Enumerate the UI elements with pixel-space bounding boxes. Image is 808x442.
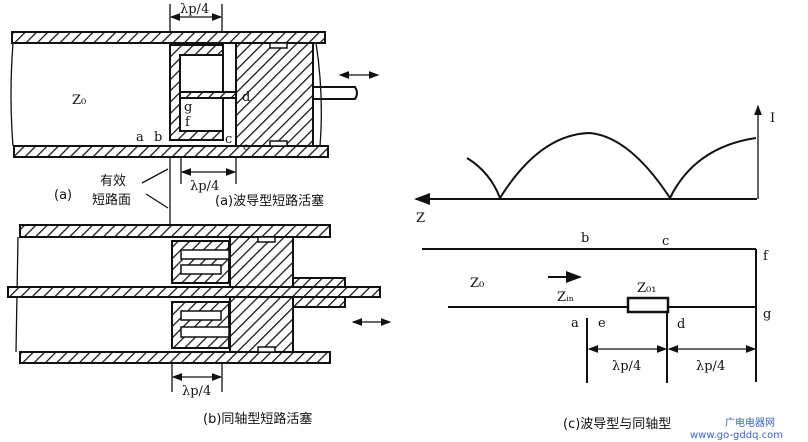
point-e: e <box>243 142 249 153</box>
choke-fingers-upper <box>171 240 230 284</box>
point-b: b <box>581 231 589 246</box>
effective-short-label-2: 短路面 <box>92 192 131 208</box>
point-g: g <box>763 307 771 322</box>
z01-section <box>626 296 670 314</box>
panel-b-caption: (b)同轴型短路活塞 <box>203 411 312 427</box>
point-c: c <box>225 132 232 147</box>
panel-c-current-plot: I Z <box>414 104 775 226</box>
dim-top-label: λp/4 <box>180 2 209 17</box>
coax-inner-conductor <box>7 286 381 298</box>
point-e: e <box>598 316 606 331</box>
dim-right-label: λp/4 <box>696 359 725 374</box>
point-g: g <box>184 100 192 115</box>
panel-a-waveguide-plunger: λp/4 λp/4 有效 短路面 (a) (a)波导型短路活塞 Z₀ a b c… <box>10 2 380 225</box>
panel-b-coaxial-plunger: λp/4 (b)同轴型短路活塞 <box>7 224 392 427</box>
point-a: a <box>136 130 144 145</box>
dim-left-label: λp/4 <box>612 359 641 374</box>
choke-cup <box>169 44 238 141</box>
axis-z-label: Z <box>416 211 425 226</box>
z0-label: Z₀ <box>72 93 86 108</box>
point-f: f <box>185 115 191 130</box>
current-curve <box>466 131 757 201</box>
axis-i-label: I <box>770 111 775 126</box>
waveguide-right-edge <box>315 42 322 147</box>
watermark-url: www.go-gddq.com <box>690 430 783 441</box>
waveguide-bottom-wall <box>13 145 329 158</box>
choke-fingers-lower <box>171 301 230 349</box>
dim-label: λp/4 <box>182 384 211 399</box>
waveguide-top-wall <box>11 31 326 44</box>
point-a: a <box>571 316 579 331</box>
waveguide-left-edge <box>10 42 14 147</box>
panel-a-caption: (a)波导型短路活塞 <box>215 193 324 209</box>
panel-c-caption: (c)波导型与同轴型 <box>563 417 671 432</box>
effective-short-label-1: 有效 <box>100 174 126 189</box>
z01-label: Z₀₁ <box>637 281 656 296</box>
point-d: d <box>242 90 250 105</box>
point-b: b <box>154 130 162 145</box>
point-f: f <box>763 249 769 264</box>
coax-outer-bottom-wall <box>19 351 331 364</box>
dim-bottom-label: λp/4 <box>190 179 219 194</box>
watermark-title: 广电电器网 <box>725 416 775 429</box>
point-c: c <box>662 234 669 249</box>
panel-c-equivalent-circuit: Z₀ Zᵢₙ Z₀₁ λp/4 λp/4 b c f g a e d (c)波导… <box>422 231 771 432</box>
z0-label: Z₀ <box>470 276 484 291</box>
coax-outer-top-wall <box>19 224 331 238</box>
panel-a-tag: (a) <box>54 188 72 203</box>
plunger-rod <box>313 86 358 100</box>
point-d: d <box>677 317 685 332</box>
zin-label: Zᵢₙ <box>557 290 574 305</box>
